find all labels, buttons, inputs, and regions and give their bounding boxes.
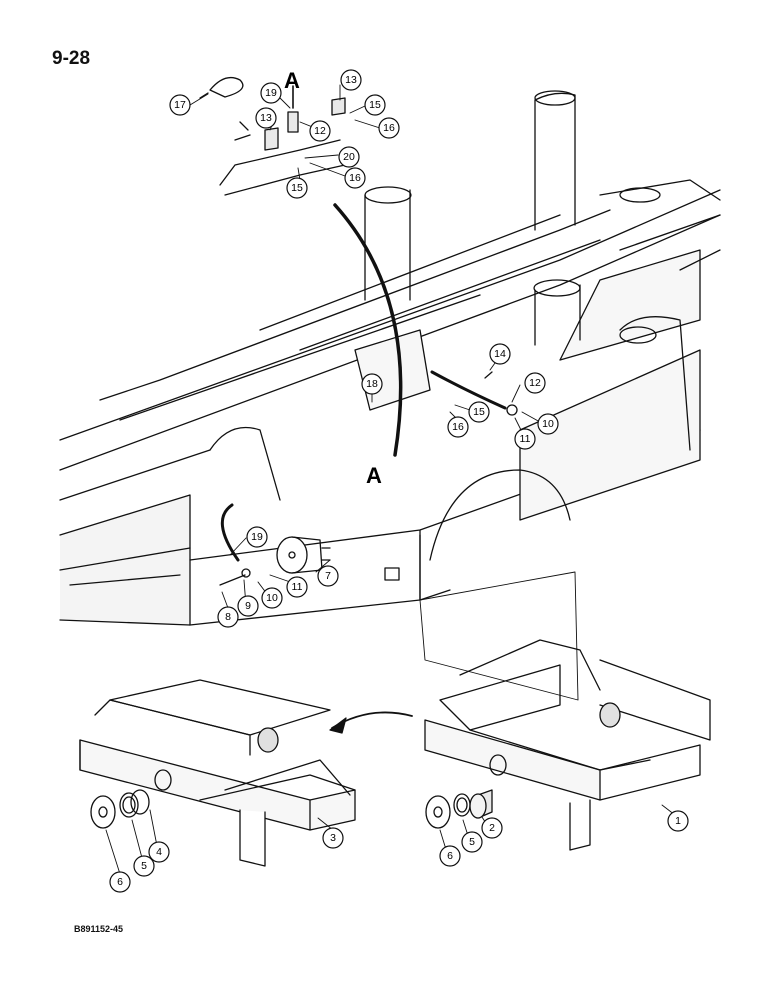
- callout-circle: [461, 831, 483, 853]
- callout-circle: [246, 526, 268, 548]
- window-panel: [419, 571, 579, 701]
- callout-13: 13: [345, 74, 357, 86]
- page-number: 9-28: [52, 48, 91, 69]
- callout-6: 6: [447, 850, 453, 862]
- callout-circle: [378, 117, 400, 139]
- rotary-switch-7: [219, 503, 331, 586]
- callout-circle: [667, 810, 689, 832]
- callout-circle: [514, 428, 536, 450]
- callout-circle: [537, 413, 559, 435]
- callout-circle: [109, 871, 131, 893]
- callout-circle: [217, 606, 239, 628]
- axle-bracket-3: [79, 679, 356, 867]
- callout-17: 17: [174, 99, 186, 111]
- callout-2: 2: [489, 822, 495, 834]
- callout-circle: [361, 373, 383, 395]
- callout-3: 3: [330, 832, 336, 844]
- section-mark-bottom: A: [366, 463, 382, 488]
- callout-circle: [260, 82, 282, 104]
- callout-18: 18: [366, 378, 378, 390]
- callout-8: 8: [225, 611, 231, 623]
- callout-10: 10: [266, 592, 278, 604]
- callout-7: 7: [325, 570, 331, 582]
- callout-circle: [286, 177, 308, 199]
- callout-15: 15: [291, 182, 303, 194]
- callout-10: 10: [542, 418, 554, 430]
- callout-circle: [317, 565, 339, 587]
- callout-circle: [468, 401, 490, 423]
- callout-circle: [322, 827, 344, 849]
- detail-a-assembly: [199, 76, 346, 196]
- callout-14: 14: [494, 348, 506, 360]
- callout-15: 15: [369, 99, 381, 111]
- callout-11: 11: [520, 433, 531, 445]
- callout-16: 16: [383, 122, 395, 134]
- callout-circle: [261, 587, 283, 609]
- callout-5: 5: [141, 860, 147, 872]
- callout-20: 20: [343, 151, 355, 163]
- main-frame: [59, 90, 721, 626]
- callout-19: 19: [251, 531, 263, 543]
- callout-6: 6: [117, 876, 123, 888]
- callout-19: 19: [265, 87, 277, 99]
- callout-circle: [286, 576, 308, 598]
- callout-13: 13: [260, 112, 272, 124]
- callout-circle: [340, 69, 362, 91]
- callout-circle: [489, 343, 511, 365]
- callout-circle: [309, 120, 331, 142]
- figure-code: B891152-45: [74, 924, 124, 934]
- callout-16: 16: [452, 421, 464, 433]
- callout-circle: [133, 855, 155, 877]
- callout-15: 15: [473, 406, 485, 418]
- callout-circle: [447, 416, 469, 438]
- callout-circle: [364, 94, 386, 116]
- bushings-right: [425, 789, 493, 829]
- callout-circle: [338, 146, 360, 168]
- callout-circle: [344, 167, 366, 189]
- callout-4: 4: [156, 846, 162, 858]
- callout-circle: [524, 372, 546, 394]
- callout-1: 1: [675, 815, 681, 827]
- callout-circle: [255, 107, 277, 129]
- callout-12: 12: [529, 377, 541, 389]
- callout-circle: [169, 94, 191, 116]
- section-leader-line: [333, 203, 403, 457]
- callout-circles: [109, 69, 689, 893]
- callout-9: 9: [245, 600, 251, 612]
- callout-circle: [237, 595, 259, 617]
- callout-11: 11: [292, 581, 303, 593]
- callout-circle: [481, 817, 503, 839]
- callout-circle: [439, 845, 461, 867]
- callout-circle: [148, 841, 170, 863]
- section-mark-top: A: [284, 68, 300, 93]
- callout-5: 5: [469, 836, 475, 848]
- callout-16: 16: [349, 172, 361, 184]
- axle-bracket-1: [424, 639, 711, 851]
- cable-14: [430, 370, 507, 410]
- bushings-left: [90, 789, 150, 829]
- callout-12: 12: [314, 125, 326, 137]
